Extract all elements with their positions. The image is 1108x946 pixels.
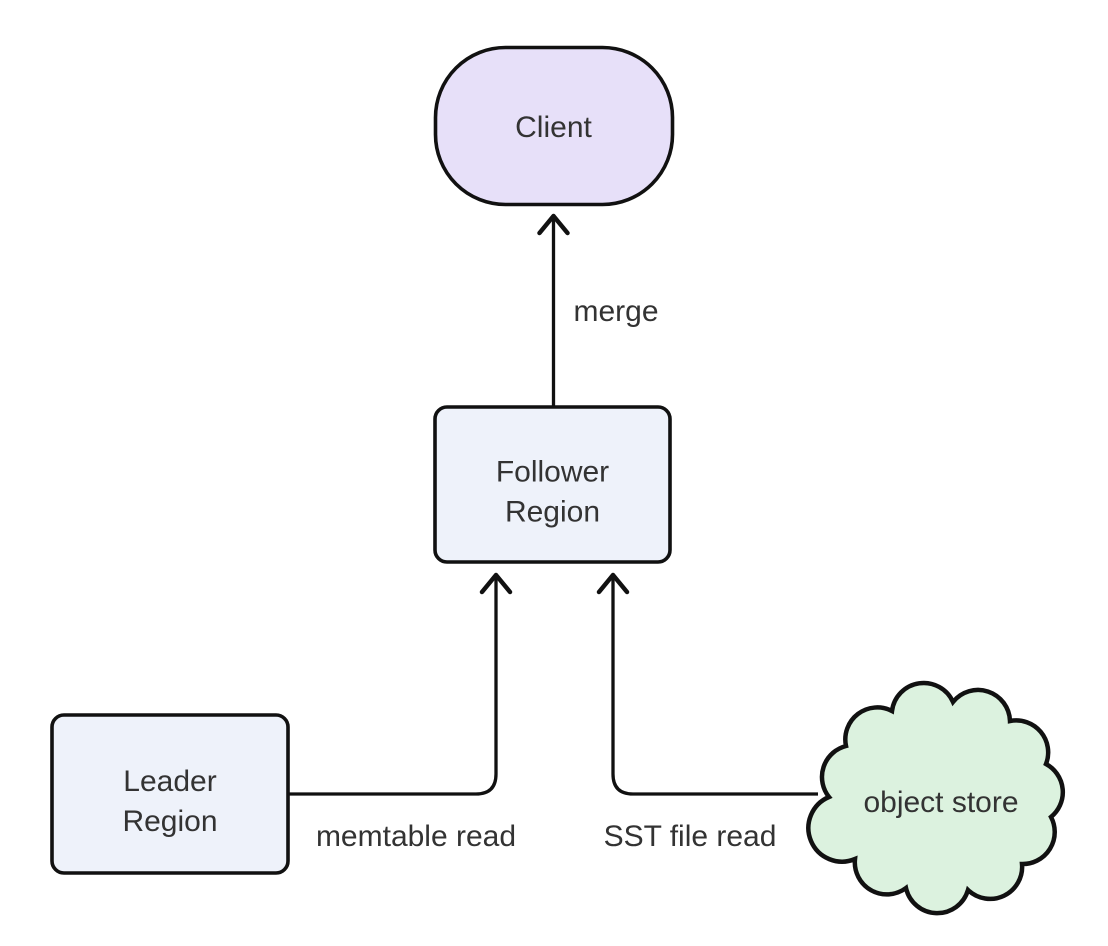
edge-objectstore-to-follower xyxy=(596,572,818,796)
edge-group xyxy=(288,213,818,796)
client-node-label: Client xyxy=(515,111,592,144)
leader-region-node: Leader Region xyxy=(50,713,290,875)
follower-region-node: Follower Region xyxy=(433,405,672,564)
leader-region-label-line1: Leader xyxy=(123,765,216,798)
edge-label-sst-file-read: SST file read xyxy=(604,820,777,853)
leader-region-node-shape xyxy=(50,713,290,875)
leader-region-label-line2: Region xyxy=(122,805,217,838)
object-store-node: object store xyxy=(806,680,1066,916)
object-store-cloud-shape xyxy=(806,680,1066,916)
client-node-shape xyxy=(433,45,675,207)
edge-leader-to-follower xyxy=(288,572,513,796)
object-store-label: object store xyxy=(863,786,1018,819)
edge-label-memtable-read: memtable read xyxy=(316,820,516,853)
client-node: Client xyxy=(433,45,675,207)
follower-region-label-line2: Region xyxy=(505,496,600,529)
edge-label-group: merge memtable read SST file read xyxy=(316,295,776,853)
follower-region-label-line1: Follower xyxy=(496,456,609,489)
follower-region-node-shape xyxy=(433,405,672,564)
edge-label-merge: merge xyxy=(573,295,658,328)
